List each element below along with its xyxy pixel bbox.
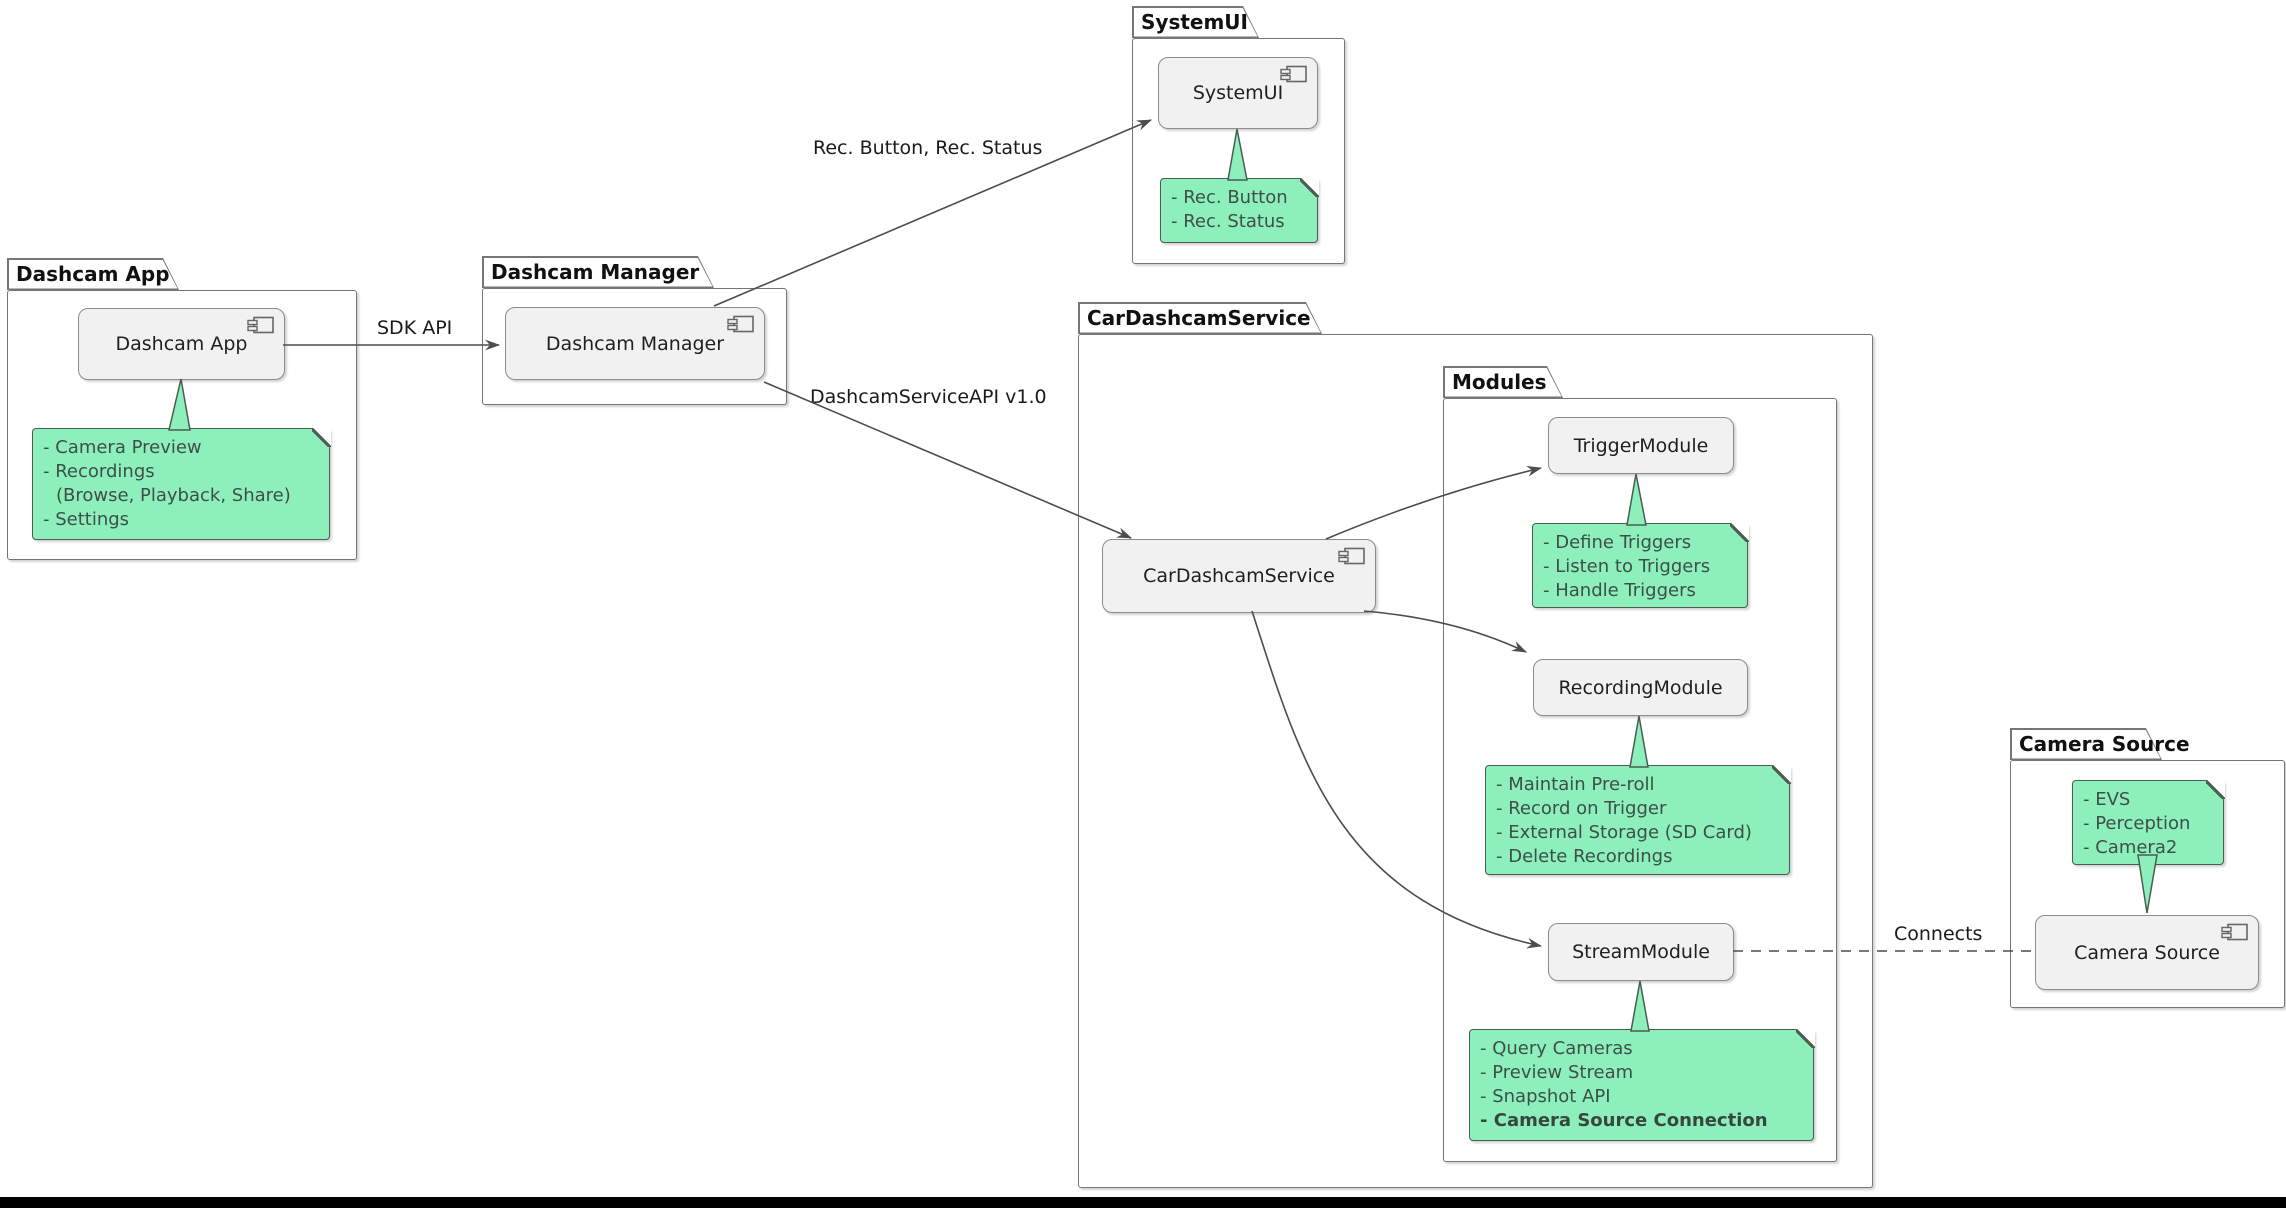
bottom-bar — [0, 1197, 2286, 1208]
note-fold-icon — [311, 427, 331, 447]
package-title: CarDashcamService — [1087, 306, 1311, 330]
note-system-ui: - Rec. Button - Rec. Status — [1160, 177, 1319, 243]
package-tab-system-ui: SystemUI — [1132, 6, 1259, 38]
package-title: Modules — [1452, 370, 1547, 394]
edge-label-sdk-api: SDK API — [377, 317, 453, 339]
component-car-dashcam-service: CarDashcamService — [1102, 539, 1376, 613]
package-tab-fill — [484, 258, 713, 287]
package-tab-camera-source: Camera Source — [2010, 728, 2190, 760]
note-line: - Snapshot API — [1480, 1086, 1611, 1107]
component-recording-module: RecordingModule — [1533, 659, 1748, 716]
component-icon — [247, 316, 274, 334]
note-line: - External Storage (SD Card) — [1496, 822, 1752, 843]
component-label: StreamModule — [1572, 941, 1710, 963]
note-line: - Rec. Status — [1171, 211, 1285, 232]
package-title: Dashcam App — [16, 262, 170, 286]
note-line: (Browse, Playback, Share) — [56, 485, 291, 506]
component-icon — [1338, 547, 1365, 565]
note-line: - Settings — [43, 509, 130, 530]
note-fold-icon — [2205, 779, 2225, 799]
note-line: - Camera2 — [2083, 837, 2178, 858]
note-fold-icon — [1729, 522, 1749, 542]
note-stream-module: - Query Cameras - Preview Stream - Snaps… — [1469, 1028, 1815, 1141]
package-tab-modules: Modules — [1443, 366, 1563, 398]
edge-label-connects: Connects — [1894, 923, 1983, 945]
component-dashcam-app: Dashcam App — [78, 308, 285, 380]
package-tab-fill — [1134, 8, 1258, 37]
note-line: - Perception — [2083, 813, 2191, 834]
note-camera-source: - EVS - Perception - Camera2 — [2072, 779, 2225, 865]
note-line: - Handle Triggers — [1543, 580, 1696, 601]
component-stream-module: StreamModule — [1548, 923, 1734, 981]
note-dashcam-app: - Camera Preview - Recordings (Browse, P… — [32, 427, 331, 540]
component-label: Camera Source — [2074, 941, 2220, 964]
note-line: - Recordings — [43, 461, 155, 482]
component-icon — [727, 315, 754, 333]
note-line: - Camera Preview — [43, 437, 202, 458]
component-icon — [1280, 65, 1307, 83]
component-label: TriggerModule — [1573, 434, 1709, 457]
note-line: - Maintain Pre-roll — [1496, 774, 1655, 795]
note-fold-icon — [1771, 764, 1791, 784]
edge-label-dashcam-service-api: DashcamServiceAPI v1.0 — [810, 386, 1047, 408]
component-system-ui: SystemUI — [1158, 57, 1318, 129]
note-fold-icon — [1299, 177, 1319, 197]
component-camera-source: Camera Source — [2035, 915, 2259, 990]
note-recording-module: - Maintain Pre-roll - Record on Trigger … — [1485, 764, 1791, 875]
note-line: - Camera Source Connection — [1480, 1110, 1768, 1131]
note-line: - EVS — [2083, 789, 2131, 810]
note-line: - Listen to Triggers — [1543, 556, 1711, 577]
package-title: Camera Source — [2019, 732, 2190, 756]
note-line: - Rec. Button — [1171, 187, 1288, 208]
note-line: - Query Cameras — [1480, 1038, 1633, 1059]
component-label: SystemUI — [1192, 82, 1284, 104]
package-tab-fill — [1080, 304, 1321, 333]
package-tab-fill — [9, 260, 178, 289]
note-line: - Define Triggers — [1543, 532, 1692, 553]
package-tab-fill — [1445, 368, 1562, 397]
package-tab-dashcam-app: Dashcam App — [7, 258, 179, 290]
note-line: - Delete Recordings — [1496, 846, 1673, 867]
package-tab-car-dashcam-service: CarDashcamService — [1078, 302, 1322, 334]
package-tab-fill — [2012, 730, 2161, 759]
note-trigger-module: - Define Triggers - Listen to Triggers -… — [1532, 522, 1749, 608]
note-line: - Record on Trigger — [1496, 798, 1667, 819]
package-title: SystemUI — [1141, 10, 1248, 34]
package-title: Dashcam Manager — [491, 260, 700, 284]
note-line: - Preview Stream — [1480, 1062, 1634, 1083]
component-label: Dashcam Manager — [545, 332, 725, 355]
component-icon — [2221, 923, 2248, 941]
component-label: RecordingModule — [1558, 676, 1723, 699]
component-label: Dashcam App — [115, 333, 248, 355]
package-tab-dashcam-manager: Dashcam Manager — [482, 256, 714, 288]
component-label: CarDashcamService — [1143, 565, 1335, 587]
component-dashcam-manager: Dashcam Manager — [505, 307, 765, 380]
note-fold-icon — [1795, 1028, 1815, 1048]
component-trigger-module: TriggerModule — [1548, 417, 1734, 474]
edge-label-rec-button-status: Rec. Button, Rec. Status — [813, 137, 1043, 159]
